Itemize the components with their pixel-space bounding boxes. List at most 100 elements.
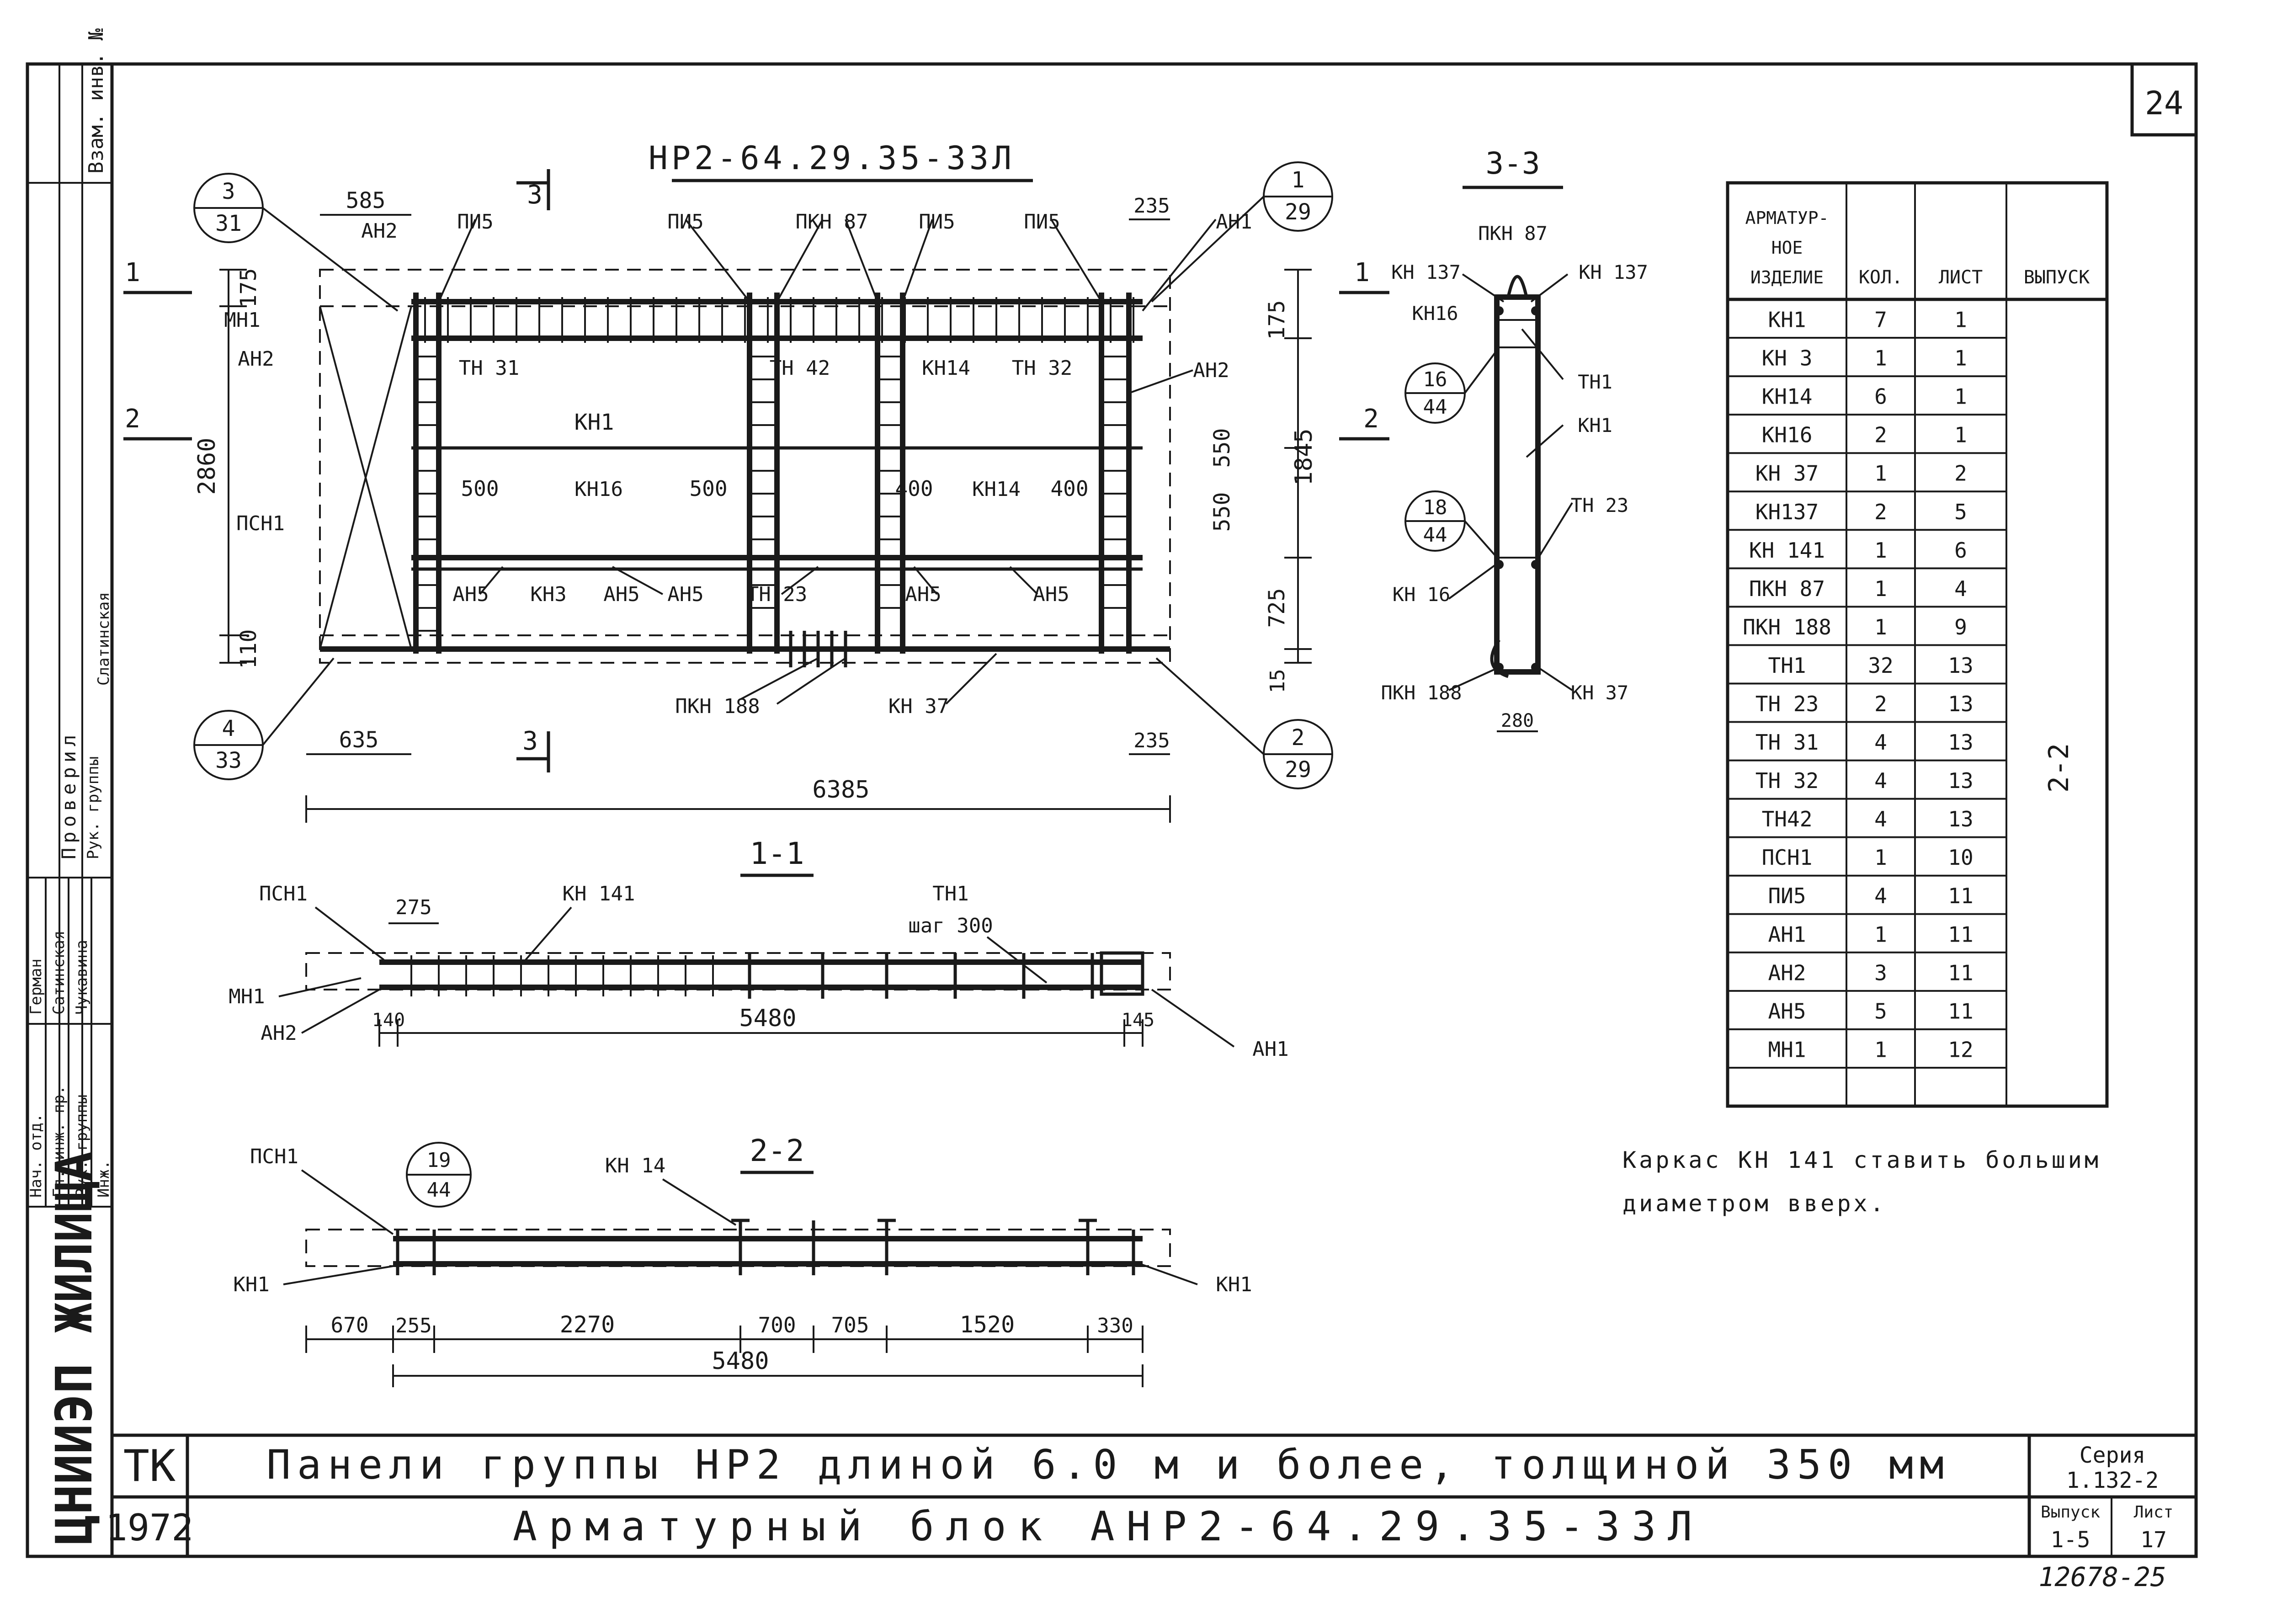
label-kn37-main: КН 37 — [888, 695, 949, 718]
label-kn1-2-2-left: КН1 — [233, 1273, 269, 1296]
panel-outline — [319, 269, 1171, 664]
label-kn16-b: КН 16 — [1393, 583, 1450, 606]
section-mark-2-left: 2 — [125, 404, 140, 434]
spec-cell-qty: 2 — [1874, 423, 1887, 447]
dim-725: 725 — [1264, 588, 1290, 628]
dim-500-a: 500 — [461, 476, 499, 501]
section-2-2: 2-2 19 44 ПСН1 КН 14 КН1 КН1 670 255 227… — [233, 1133, 1252, 1387]
spec-cell-sheet: 13 — [1948, 730, 1973, 755]
issue-label: Выпуск — [2041, 1503, 2100, 1522]
dim-330: 330 — [1097, 1314, 1133, 1337]
spec-cell-qty: 1 — [1874, 576, 1887, 601]
callout-2-29-top: 2 — [1292, 725, 1305, 751]
name-1: Герман — [27, 958, 45, 1015]
spec-cell-sheet: 13 — [1948, 653, 1973, 678]
label-kn16-main: КН16 — [574, 478, 623, 501]
label-kn14-2-2: КН 14 — [605, 1154, 665, 1177]
spec-cell-item: АН5 — [1768, 999, 1806, 1023]
callout-19-44: 19 44 — [406, 1142, 472, 1208]
callout-18-44-top: 18 — [1423, 496, 1447, 519]
callout-4-33: 4 33 — [193, 657, 335, 780]
label-kn137-b: КН 137 — [1579, 261, 1648, 283]
section-3-3: 3-3 16 44 18 44 ПКН 87 КН 137 КН — [1381, 146, 1648, 732]
spec-cell-item: МН1 — [1768, 1037, 1806, 1062]
callout-19-44-bottom: 44 — [427, 1178, 451, 1202]
section-3-3-title: 3-3 — [1485, 146, 1540, 181]
dim-6385: 6385 — [812, 776, 869, 804]
name-3: Чукавина — [73, 940, 91, 1015]
spec-cell-item: КН14 — [1762, 384, 1813, 409]
label-an5-a: АН5 — [452, 583, 489, 606]
label-kn1-3-3: КН1 — [1578, 414, 1612, 437]
th-item-2: НОЕ — [1771, 238, 1803, 258]
spec-cell-item: КН137 — [1755, 500, 1819, 524]
label-tn31: ТН 31 — [459, 357, 519, 380]
label-pi5-1: ПИ5 — [457, 210, 493, 234]
title-block: ТК 1972 Панели группы НР2 длиной 6.0 м и… — [106, 1441, 2174, 1553]
label-an2-top: АН2 — [361, 219, 397, 243]
label-pi5-2: ПИ5 — [667, 210, 703, 234]
dim-705: 705 — [831, 1313, 869, 1337]
issue-value: 2-2 — [2043, 743, 2075, 793]
spec-cell-item: ПСН1 — [1762, 845, 1813, 870]
section-mark-3-top: 3 — [527, 180, 543, 210]
main-view-title: НР2-64.29.35-33Л — [649, 139, 1015, 177]
dim-2860: 2860 — [193, 437, 221, 495]
label-kn1-2-2-right: КН1 — [1216, 1273, 1252, 1296]
spec-cell-qty: 1 — [1874, 1037, 1887, 1062]
spec-cell-qty: 4 — [1874, 768, 1887, 793]
spec-cell-item: ТН1 — [1768, 653, 1806, 678]
label-pkn188-3-3: ПКН 188 — [1381, 682, 1462, 704]
spec-cell-item: ТН 31 — [1755, 730, 1819, 755]
callout-1-29: 1 29 — [1151, 161, 1333, 303]
spec-cell-sheet: 9 — [1954, 615, 1967, 639]
spec-cell-qty: 4 — [1874, 884, 1887, 908]
callout-2-29: 2 29 — [1155, 657, 1333, 789]
dim-550-b: 550 — [1209, 492, 1235, 532]
spec-cell-sheet: 11 — [1948, 960, 1973, 985]
dim-280: 280 — [1501, 710, 1534, 731]
label-kn137-a: КН 137 — [1391, 261, 1461, 283]
spec-cell-qty: 1 — [1874, 461, 1887, 486]
callout-16-44: 16 44 — [1404, 346, 1500, 424]
section-2-2-title: 2-2 — [750, 1133, 804, 1168]
series-label: Серия — [2080, 1443, 2146, 1468]
label-an1-main: АН1 — [1216, 210, 1252, 234]
dim-1520: 1520 — [960, 1311, 1015, 1338]
spec-cell-sheet: 5 — [1954, 500, 1967, 524]
dim-140: 140 — [372, 1010, 405, 1031]
dim-700: 700 — [758, 1313, 796, 1337]
label-pkn188-main: ПКН 188 — [675, 695, 760, 718]
dim-255: 255 — [395, 1314, 431, 1337]
label-kn16-a: КН16 — [1412, 302, 1458, 325]
label-an2-1-1: АН2 — [261, 1022, 297, 1045]
section-1-1-title: 1-1 — [750, 836, 804, 871]
spec-table: АРМАТУР- НОЕ ИЗДЕЛИЕ КОЛ. ЛИСТ ВЫПУСК 2-… — [1726, 181, 2109, 1108]
sheet-title-1: Панели группы НР2 длиной 6.0 м и более, … — [266, 1441, 1950, 1488]
spec-cell-sheet: 11 — [1948, 922, 1973, 947]
label-pi5-4: ПИ5 — [1024, 210, 1060, 234]
check-name: Слатинская — [95, 592, 113, 686]
spec-cell-item: КН 37 — [1755, 461, 1819, 486]
dim-400-a: 400 — [895, 476, 933, 501]
label-tn23-3-3: ТН 23 — [1571, 494, 1628, 516]
spec-cell-qty: 1 — [1874, 538, 1887, 563]
list-label: Лист — [2134, 1503, 2174, 1522]
footer-number: 12678-25 — [2038, 1561, 2166, 1592]
spec-cell-sheet: 13 — [1948, 692, 1973, 716]
spec-cell-item: АН2 — [1768, 960, 1806, 985]
label-an5-c: АН5 — [667, 583, 703, 606]
label-tn42: ТН 42 — [770, 357, 830, 380]
role-4: Инж. — [95, 1160, 113, 1198]
sheet-title-2: Арматурный блок АНР2-64.29.35-33Л — [513, 1503, 1704, 1550]
series-value: 1.132-2 — [2066, 1468, 2159, 1493]
inv-header: Взам. инв. № — [85, 28, 108, 174]
check-role: Рук. группы — [84, 756, 102, 859]
